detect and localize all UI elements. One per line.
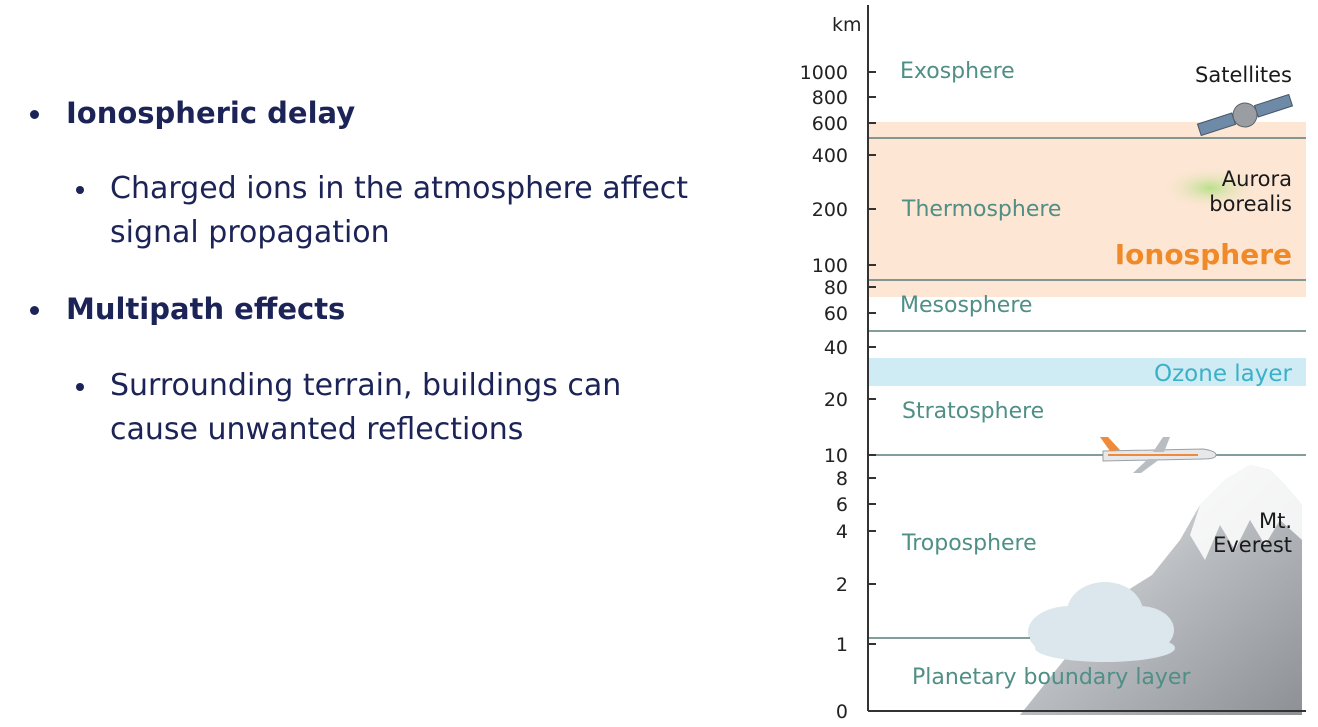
axis-tick-label: 1 xyxy=(836,634,848,656)
axis-tick-label: 0 xyxy=(836,701,848,723)
axis-tick-label: 800 xyxy=(812,87,848,109)
ozone-label: Ozone layer xyxy=(1154,361,1293,387)
sub-bullet-dot xyxy=(76,383,84,391)
axis-tick-label: 20 xyxy=(824,389,848,411)
sub-bullet-text: Charged ions in the atmosphere affect si… xyxy=(110,167,688,255)
axis-tick-label: 100 xyxy=(812,255,848,277)
axis-tick-label: 400 xyxy=(812,145,848,167)
everest-label-line2: Everest xyxy=(1213,533,1292,557)
axis-tick-label: 10 xyxy=(824,445,848,467)
bullet-heading: Ionospheric delay xyxy=(66,96,356,130)
axis-unit-label: km xyxy=(832,14,862,36)
axis-tick-label: 60 xyxy=(824,303,848,325)
ionosphere-label: Ionosphere xyxy=(1115,238,1292,271)
axis-tick-label: 4 xyxy=(836,521,848,543)
axis-tick-label: 8 xyxy=(836,468,848,490)
layer-stratosphere: Stratosphere xyxy=(902,399,1044,424)
axis-tick-label: 1000 xyxy=(800,62,848,84)
axis-tick-label: 6 xyxy=(836,494,848,516)
layer-exosphere: Exosphere xyxy=(900,59,1015,84)
sub-bullet-line: Surrounding terrain, buildings can xyxy=(110,368,622,403)
bullet-heading: Multipath effects xyxy=(66,292,346,326)
axis-tick-label: 80 xyxy=(824,277,848,299)
snow-cap xyxy=(1190,465,1302,560)
sub-bullet-line: cause unwanted reflections xyxy=(110,412,524,447)
aurora-label-line1: Aurora xyxy=(1222,167,1292,191)
layer-thermosphere: Thermosphere xyxy=(901,197,1061,222)
sub-bullet-line: signal propagation xyxy=(110,215,390,250)
axis-tick-label: 2 xyxy=(836,574,848,596)
aurora-label-line2: borealis xyxy=(1209,192,1292,216)
sub-bullet-text: Surrounding terrain, buildings can cause… xyxy=(110,364,621,452)
sub-bullet-line: Charged ions in the atmosphere affect xyxy=(110,171,689,206)
everest-label-line1: Mt. xyxy=(1259,509,1292,533)
layer-boundary: Planetary boundary layer xyxy=(912,665,1191,690)
layer-boundaries xyxy=(868,137,1306,639)
axis-tick-label: 200 xyxy=(812,199,848,221)
airplane-icon xyxy=(1100,437,1217,473)
layer-troposphere: Troposphere xyxy=(901,531,1037,556)
sub-bullet-dot xyxy=(76,186,84,194)
cloud-illustration xyxy=(1028,582,1175,662)
satellite-icon xyxy=(1196,93,1294,137)
slide-text: Ionospheric delay Charged ions in the at… xyxy=(30,96,688,452)
bullet-dot xyxy=(30,306,39,315)
ionosphere-band xyxy=(868,122,1306,297)
bullet-dot xyxy=(30,110,39,119)
axis-tick-label: 600 xyxy=(812,113,848,135)
satellites-label: Satellites xyxy=(1195,63,1292,87)
layer-mesosphere: Mesosphere xyxy=(900,293,1032,318)
axis-tick-label: 40 xyxy=(824,337,848,359)
aurora-glow xyxy=(1160,166,1260,210)
ozone-band xyxy=(868,358,1306,386)
